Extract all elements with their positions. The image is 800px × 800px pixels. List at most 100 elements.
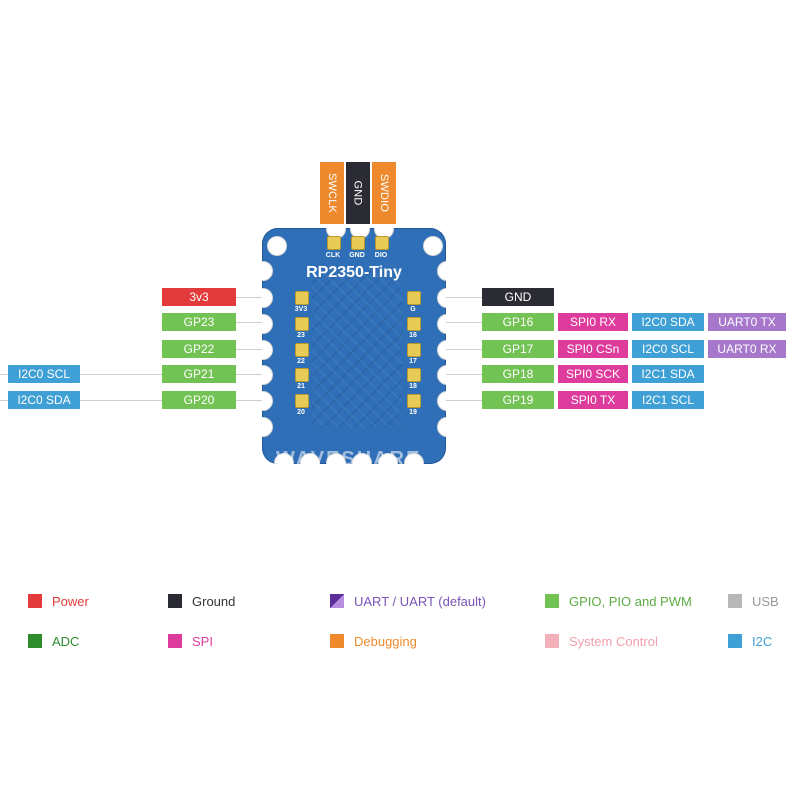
- castellated-hole: [262, 417, 273, 437]
- pin-gp23-label: GP23: [162, 313, 236, 331]
- castellated-hole: [437, 391, 446, 411]
- leader-line: [0, 400, 276, 401]
- watermark: WAVESHARE: [276, 448, 422, 470]
- legend-ground: Ground: [168, 593, 235, 609]
- i2c0-sda-label: I2C0 SDA: [632, 313, 704, 331]
- board-title: RP2350-Tiny: [306, 264, 402, 281]
- pin-label-23: 23: [297, 332, 305, 339]
- pin-label-gnd: GND: [349, 252, 365, 259]
- i2c0-scl-label: I2C0 SCL: [8, 365, 80, 383]
- pin-label-18: 18: [409, 383, 417, 390]
- i2c0-sda-label: I2C0 SDA: [8, 391, 80, 409]
- spi0-tx-label: SPI0 TX: [558, 391, 628, 409]
- pin-label-dio: DIO: [374, 252, 388, 259]
- leader-line: [432, 297, 482, 298]
- debug-pad: [327, 236, 341, 250]
- swdio-label: SWDIO: [372, 162, 396, 224]
- legend-swatch: [330, 634, 344, 648]
- leader-line: [236, 297, 276, 298]
- uart0-tx-label: UART0 TX: [708, 313, 786, 331]
- pin-pad: [407, 394, 421, 408]
- pin-gp19-label: GP19: [482, 391, 554, 409]
- castellated-hole: [437, 340, 446, 360]
- pin-pad: [407, 368, 421, 382]
- top-gnd-label: GND: [346, 162, 370, 224]
- pin-pad: [295, 368, 309, 382]
- leader-line: [432, 349, 482, 350]
- pin-gp17-label: GP17: [482, 340, 554, 358]
- legend-power: Power: [28, 593, 89, 609]
- leader-line: [432, 322, 482, 323]
- pin-gp22-label: GP22: [162, 340, 236, 358]
- legend-spi: SPI: [168, 633, 213, 649]
- legend-swatch: [28, 594, 42, 608]
- castellated-hole: [437, 365, 446, 385]
- legend-usb: USB: [728, 593, 779, 609]
- debug-pad: [375, 236, 389, 250]
- pin-label-20: 20: [297, 409, 305, 416]
- pin-pad: [407, 343, 421, 357]
- castellated-hole: [262, 288, 273, 308]
- pin-label-19: 19: [409, 409, 417, 416]
- leader-line: [432, 374, 482, 375]
- uart0-rx-label: UART0 RX: [708, 340, 786, 358]
- rp2350-tiny-board: RP2350-Tiny CLK GND DIO: [262, 228, 446, 464]
- legend-system-control: System Control: [545, 633, 658, 649]
- leader-line: [236, 349, 276, 350]
- pin-gp16-label: GP16: [482, 313, 554, 331]
- leader-line: [0, 374, 276, 375]
- pin-3v3-label: 3v3: [162, 288, 236, 306]
- pin-label-g: G: [410, 306, 416, 313]
- pin-pad: [407, 291, 421, 305]
- legend-swatch: [728, 594, 742, 608]
- legend-i2c: I2C: [728, 633, 772, 649]
- spi0-rx-label: SPI0 RX: [558, 313, 628, 331]
- legend-uart: UART / UART (default): [330, 593, 486, 609]
- legend-swatch: [330, 594, 344, 608]
- pin-pad: [407, 317, 421, 331]
- leader-line: [236, 322, 276, 323]
- pin-label-clk: CLK: [325, 252, 341, 259]
- spi0-csn-label: SPI0 CSn: [558, 340, 628, 358]
- castellated-hole: [437, 314, 446, 334]
- pin-label-16: 16: [409, 332, 417, 339]
- pin-pad: [295, 394, 309, 408]
- legend-swatch: [545, 634, 559, 648]
- pin-gp18-label: GP18: [482, 365, 554, 383]
- castellated-hole: [437, 288, 446, 308]
- legend-swatch: [545, 594, 559, 608]
- pin-label-21: 21: [297, 383, 305, 390]
- legend-adc: ADC: [28, 633, 79, 649]
- castellated-hole: [262, 340, 273, 360]
- pcb-traces: [312, 268, 402, 428]
- castellated-hole: [262, 314, 273, 334]
- legend-swatch: [168, 594, 182, 608]
- i2c0-scl-label: I2C0 SCL: [632, 340, 704, 358]
- pin-gnd-label: GND: [482, 288, 554, 306]
- pin-gp21-label: GP21: [162, 365, 236, 383]
- pin-label-22: 22: [297, 358, 305, 365]
- swclk-label: SWCLK: [320, 162, 344, 224]
- legend-swatch: [168, 634, 182, 648]
- castellated-hole: [262, 365, 273, 385]
- pin-pad: [295, 291, 309, 305]
- legend-swatch: [28, 634, 42, 648]
- i2c1-sda-label: I2C1 SDA: [632, 365, 704, 383]
- legend-debugging: Debugging: [330, 633, 417, 649]
- pin-label-17: 17: [409, 358, 417, 365]
- pin-label-3v3: 3V3: [294, 306, 308, 313]
- spi0-sck-label: SPI0 SCK: [558, 365, 628, 383]
- legend-swatch: [728, 634, 742, 648]
- i2c1-scl-label: I2C1 SCL: [632, 391, 704, 409]
- pin-pad: [295, 343, 309, 357]
- castellated-hole: [262, 391, 273, 411]
- castellated-hole: [267, 236, 287, 256]
- pin-gp20-label: GP20: [162, 391, 236, 409]
- pin-pad: [295, 317, 309, 331]
- debug-pad: [351, 236, 365, 250]
- leader-line: [432, 400, 482, 401]
- castellated-hole: [437, 417, 446, 437]
- legend-gpio: GPIO, PIO and PWM: [545, 593, 692, 609]
- castellated-hole: [423, 236, 443, 256]
